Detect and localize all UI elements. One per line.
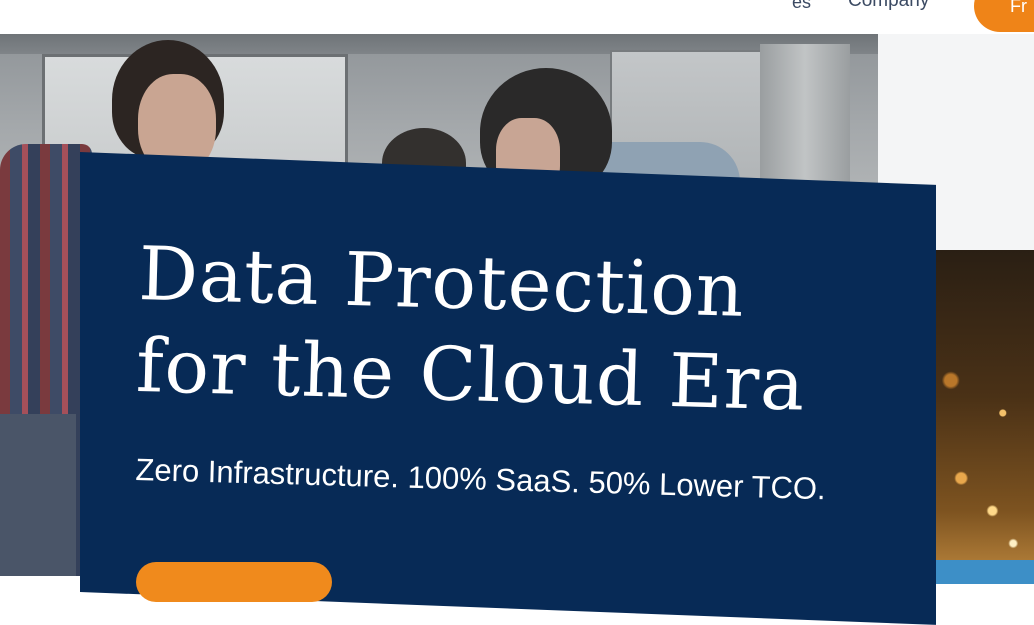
hero-title: Data Protection for the Cloud Era <box>135 228 809 431</box>
hero-cta-button[interactable] <box>136 562 332 602</box>
nav-cta-button[interactable]: Fr <box>974 0 1034 32</box>
photo-person-jeans <box>0 414 76 576</box>
nav-item-company[interactable]: Company <box>848 0 930 11</box>
nav-item-partial[interactable]: es <box>792 0 812 12</box>
top-navigation: es Company Fr <box>0 0 1034 34</box>
promo-image[interactable] <box>930 250 1034 576</box>
hero-title-line-2: for the Cloud Era <box>134 322 807 428</box>
